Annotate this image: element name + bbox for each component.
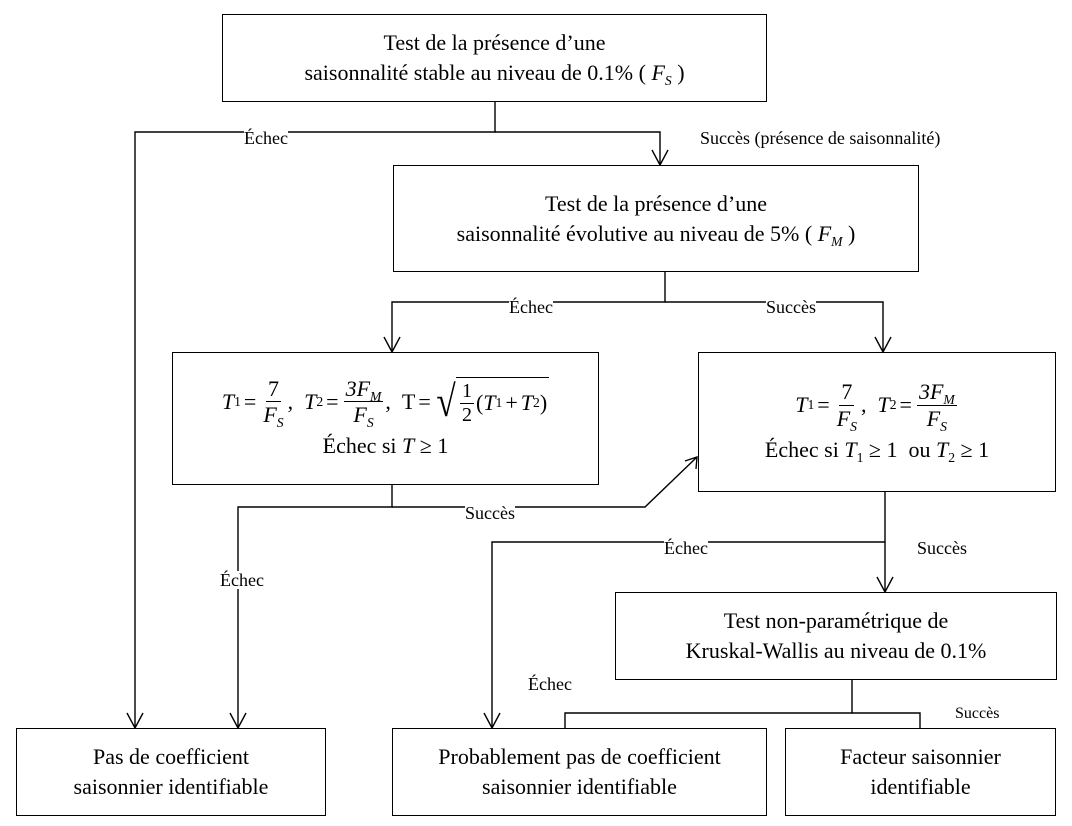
connector-leftformula-split [237, 485, 393, 728]
edge-label-echec: Échec [528, 674, 572, 694]
box-line: saisonnalité évolutive au niveau de 5% (… [456, 220, 856, 249]
arrowhead [684, 456, 698, 470]
box-line: Test de la présence d’une [383, 30, 606, 56]
box-line: saisonnalité stable au niveau de 0.1% ( … [304, 60, 685, 88]
connector-kruskal-split [564, 680, 853, 728]
fraction-3fm-over-fs: 3FM FS [916, 379, 957, 434]
box-line: Pas de coefficient [93, 744, 249, 770]
box-line: saisonnier identifiable [73, 774, 269, 799]
box-condition: Échec si T ≥ 1 [322, 433, 449, 459]
box-line: Test non-paramétrique de [723, 608, 949, 634]
edge-label-echec: Échec [220, 570, 264, 590]
connector-stable-to-nocoef [134, 102, 496, 728]
box-kruskal-wallis: Test non-paramétrique de Kruskal-Wallis … [615, 592, 1057, 680]
edge-label-echec: Échec [244, 128, 288, 148]
box-line: Test de la présence d’une [544, 190, 768, 216]
box-line: identifiable [870, 774, 971, 799]
edge-label-echec: Échec [509, 297, 553, 317]
box-seasonal-factor: Facteur saisonnier identifiable [785, 728, 1056, 816]
fraction-3fm-over-fs: 3FM FS [343, 375, 384, 430]
fraction-7-over-fs: 7 FS [263, 375, 284, 430]
fraction-half: 1 2 [459, 379, 474, 426]
box-stable-seasonality-test: Test de la présence d’une saisonnalité s… [222, 14, 767, 102]
box-line: Probablement pas de coefficient [438, 744, 721, 770]
connector-evolutive-to-right [665, 301, 884, 352]
box-line: Facteur saisonnier [840, 744, 1001, 770]
connector-kruskal-to-facteur [852, 712, 921, 728]
box-line: saisonnier identifiable [482, 774, 677, 799]
box-evolutive-seasonality-test: Test de la présence d’une saisonnalité é… [393, 165, 919, 272]
connector-stable-to-evolutive [495, 131, 661, 165]
edge-label-echec: Échec [664, 538, 708, 558]
fraction-7-over-fs: 7 FS [836, 379, 857, 434]
box-no-coefficient: Pas de coefficient saisonnier identifiab… [16, 728, 326, 816]
edge-label-succes: Succès [917, 538, 967, 558]
box-line: Kruskal-Wallis au niveau de 0.1% [685, 638, 987, 663]
box-probably-no-coefficient: Probablement pas de coefficient saisonni… [392, 728, 767, 816]
edge-label-succes: Succès [955, 705, 1000, 722]
edge-label-succes: Succès [465, 503, 515, 523]
edge-label-succes: Succès (présence de saisonnalité) [700, 128, 941, 148]
box-condition: Échec si T1 ≥ 1 ou T2 ≥ 1 [764, 436, 990, 465]
edge-label-succes: Succès [766, 297, 816, 317]
